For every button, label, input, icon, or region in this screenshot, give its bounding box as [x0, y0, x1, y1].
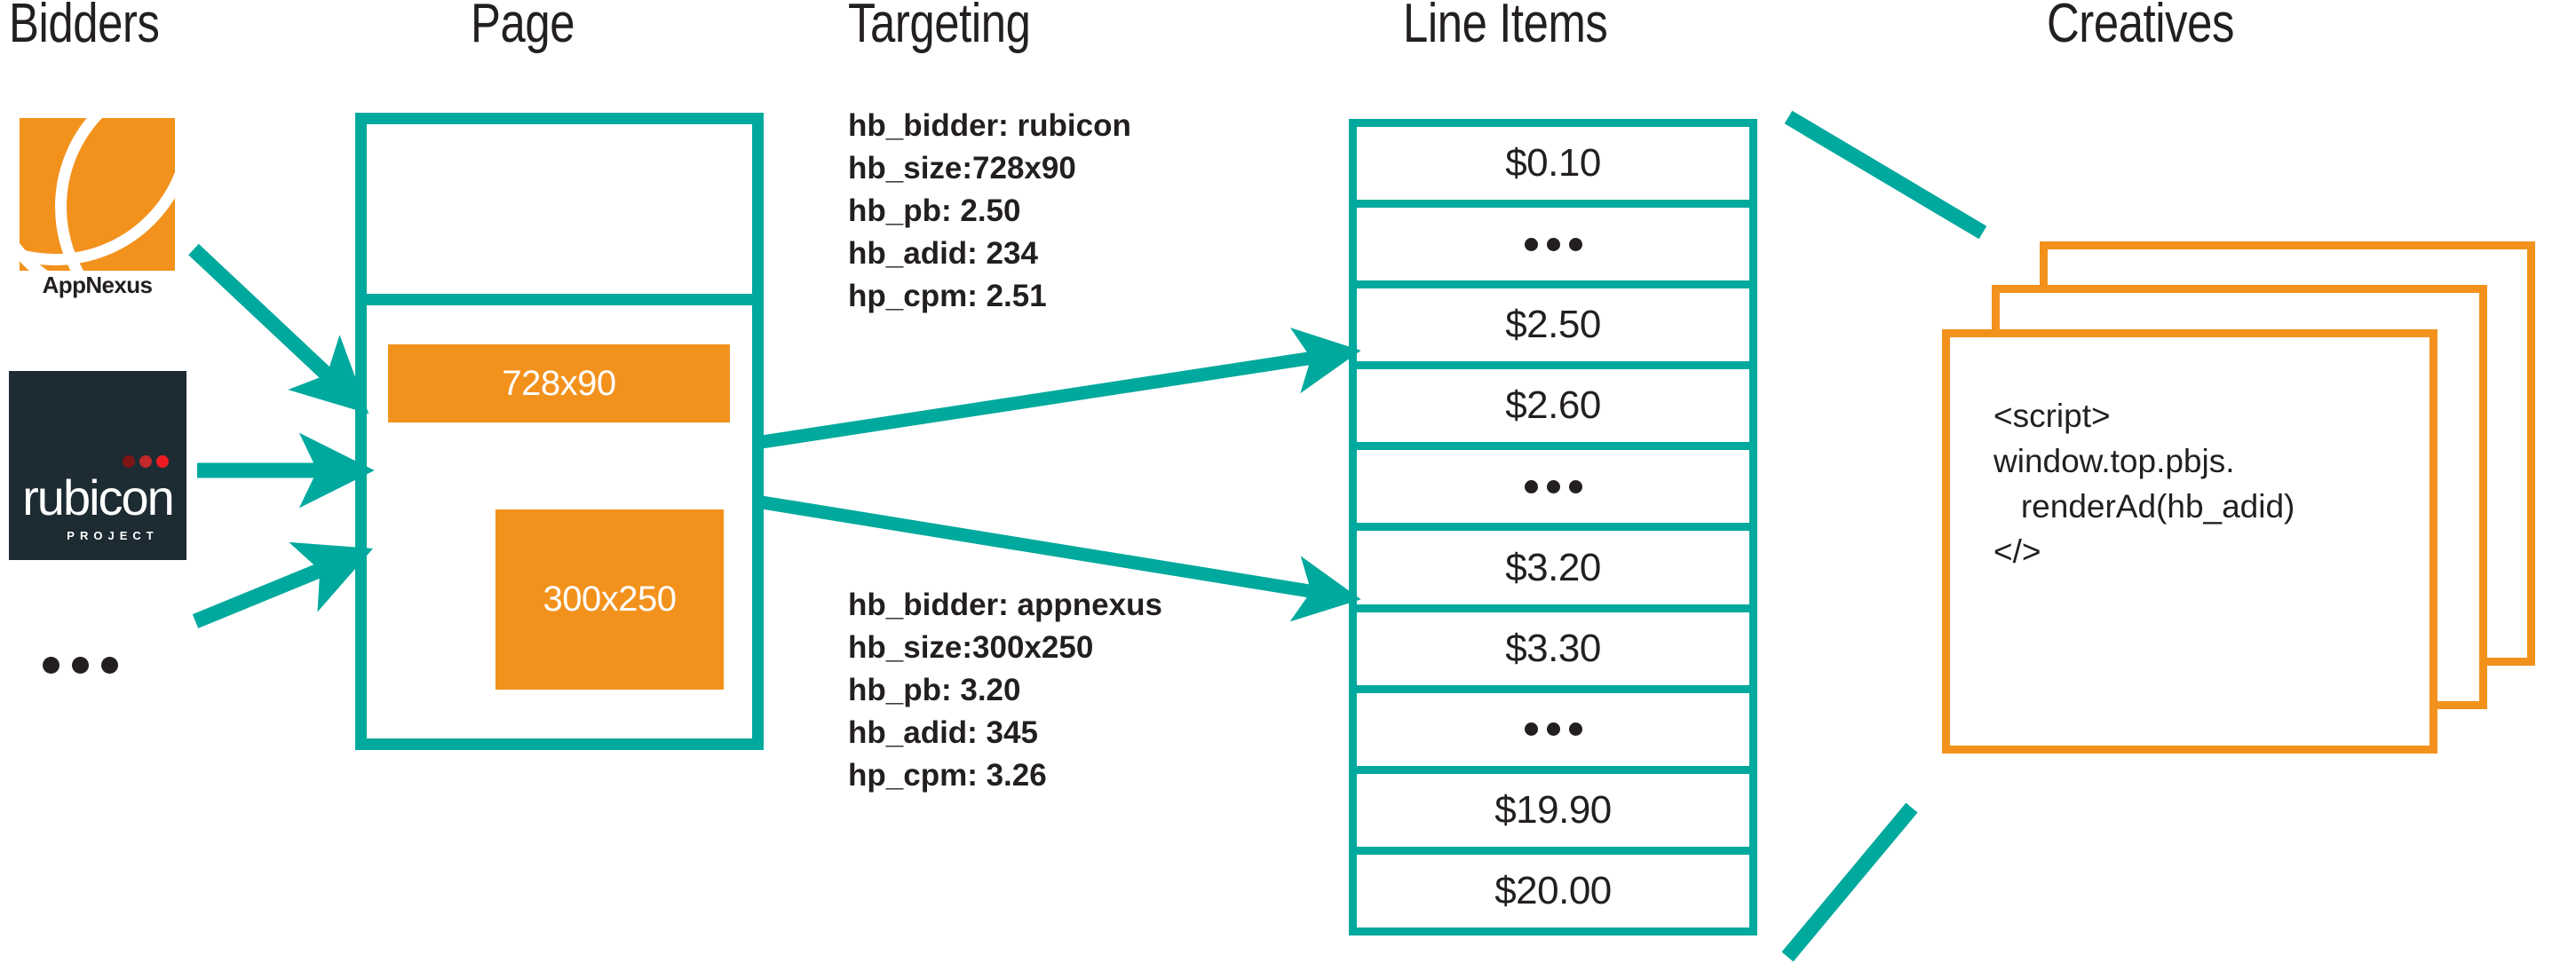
creative-card-front[interactable] [1942, 329, 2437, 754]
line-item-row[interactable] [1357, 693, 1749, 774]
targeting-line-hb-bidder: hb_bidder: rubicon [848, 108, 1131, 143]
targeting-line-hb-pb: hb_pb: 3.20 [848, 673, 1021, 707]
column-title-creatives: Creatives [2047, 0, 2235, 54]
line-item-ellipsis-icon [1524, 237, 1582, 251]
ad-slot-728x90[interactable]: 728x90 [388, 344, 730, 422]
targeting-block-appnexus: hb_bidder: appnexus hb_size:300x250 hb_p… [848, 584, 1162, 797]
rubicon-wordmark: rubicon [22, 470, 175, 525]
column-title-targeting: Targeting [848, 0, 1031, 54]
line-item-row[interactable]: $3.20 [1357, 531, 1749, 612]
bidders-more-indicator [43, 657, 118, 674]
arrow-page-to-lineitem-320 [760, 495, 1361, 622]
targeting-line-hb-size: hb_size:300x250 [848, 630, 1094, 665]
connector-lineitems-to-creatives-top [1784, 110, 1987, 240]
targeting-line-hb-adid: hb_adid: 234 [848, 236, 1038, 271]
targeting-line-hb-adid: hb_adid: 345 [848, 715, 1038, 750]
line-items-table: $0.10 $2.50 $2.60 $3.20 $3.30 $19.90 $20… [1349, 119, 1757, 935]
line-item-row[interactable]: $19.90 [1357, 774, 1749, 855]
targeting-line-hp-cpm: hp_cpm: 3.26 [848, 758, 1047, 793]
page-section-divider [355, 294, 764, 305]
line-item-value: $2.50 [1505, 303, 1601, 347]
line-item-value: $19.90 [1494, 787, 1612, 832]
column-title-bidders: Bidders [9, 0, 160, 54]
targeting-block-rubicon: hb_bidder: rubicon hb_size:728x90 hb_pb:… [848, 105, 1131, 318]
line-item-value: $20.00 [1494, 868, 1612, 912]
line-item-row[interactable] [1357, 208, 1749, 289]
line-item-row[interactable]: $20.00 [1357, 855, 1749, 927]
arrow-page-to-lineitem-250 [760, 328, 1361, 449]
line-item-row[interactable]: $2.60 [1357, 369, 1749, 451]
appnexus-logo-icon [20, 118, 175, 271]
line-item-row[interactable]: $0.10 [1357, 127, 1749, 209]
column-title-lineitems: Line Items [1403, 0, 1608, 54]
column-title-page: Page [471, 0, 575, 54]
targeting-line-hb-size: hb_size:728x90 [848, 151, 1076, 185]
line-item-ellipsis-icon [1524, 479, 1582, 493]
ad-slot-300x250[interactable]: 300x250 [495, 509, 724, 690]
targeting-line-hb-pb: hb_pb: 2.50 [848, 193, 1021, 228]
rubicon-tagline: PROJECT [67, 529, 159, 542]
line-item-row[interactable]: $3.30 [1357, 612, 1749, 693]
line-item-value: $0.10 [1505, 141, 1601, 185]
line-item-value: $3.30 [1505, 626, 1601, 670]
line-item-value: $3.20 [1505, 545, 1601, 589]
creative-code-snippet: <script> window.top.pbjs. renderAd(hb_ad… [1993, 398, 2295, 570]
line-item-row[interactable] [1357, 450, 1749, 532]
targeting-line-hp-cpm: hp_cpm: 2.51 [848, 279, 1047, 313]
line-item-ellipsis-icon [1524, 722, 1582, 737]
line-item-row[interactable]: $2.50 [1357, 288, 1749, 370]
arrow-appnexus-to-page [188, 243, 369, 414]
line-item-value: $2.60 [1505, 383, 1601, 428]
rubicon-project-logo-icon: rubicon PROJECT [9, 371, 186, 560]
appnexus-label: AppNexus [42, 272, 153, 298]
arrow-other-bidders-to-page [192, 541, 374, 628]
rubicon-dots-icon [123, 455, 169, 468]
connector-lineitems-to-creatives-bottom [1781, 802, 1918, 962]
targeting-line-hb-bidder: hb_bidder: appnexus [848, 588, 1162, 622]
